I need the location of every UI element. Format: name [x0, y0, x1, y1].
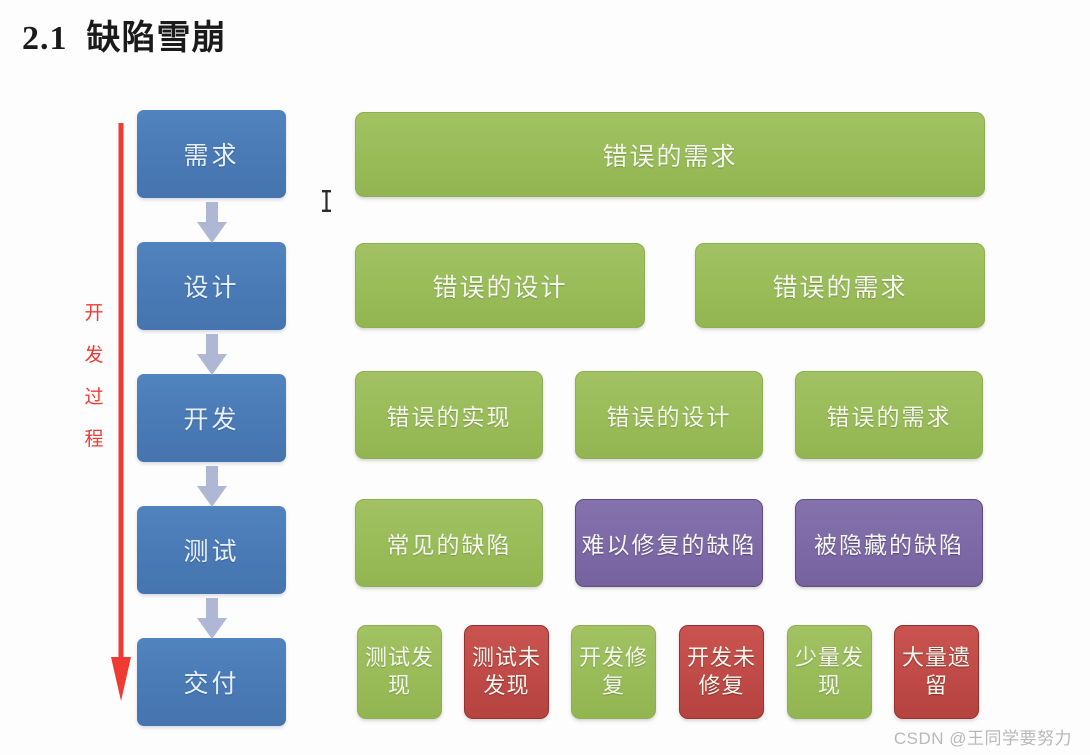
text-cursor-icon: [322, 190, 331, 212]
defect-box[interactable]: 测试未发现: [464, 625, 549, 719]
defect-box[interactable]: 开发未修复: [679, 625, 764, 719]
phase-box-testing[interactable]: 测试: [137, 506, 286, 594]
defect-box[interactable]: 少量发现: [787, 625, 872, 719]
process-label-char: 开: [84, 303, 104, 324]
development-process-label: 开 发 过 程: [79, 293, 109, 461]
flow-arrow-down-icon: [197, 202, 227, 243]
defect-box[interactable]: 常见的缺陷: [355, 499, 543, 587]
defect-box[interactable]: 开发修复: [571, 625, 656, 719]
defect-box[interactable]: 被隐藏的缺陷: [795, 499, 983, 587]
defect-box[interactable]: 错误的需求: [695, 243, 985, 328]
defect-box[interactable]: 错误的设计: [355, 243, 645, 328]
page-title: 2.1 缺陷雪崩: [22, 20, 227, 57]
defect-box[interactable]: 错误的需求: [795, 371, 983, 459]
process-label-char: 发: [84, 345, 104, 366]
phase-box-design[interactable]: 设计: [137, 242, 286, 330]
development-process-arrow: [111, 123, 131, 701]
phase-box-delivery[interactable]: 交付: [137, 638, 286, 726]
defect-box[interactable]: 大量遗留: [894, 625, 979, 719]
process-label-char: 过: [84, 387, 104, 408]
defect-box[interactable]: 错误的设计: [575, 371, 763, 459]
defect-box[interactable]: 错误的需求: [355, 112, 985, 197]
defect-box[interactable]: 难以修复的缺陷: [575, 499, 763, 587]
phase-box-requirement[interactable]: 需求: [137, 110, 286, 198]
flow-arrow-down-icon: [197, 334, 227, 375]
phase-box-development[interactable]: 开发: [137, 374, 286, 462]
defect-box[interactable]: 测试发现: [357, 625, 442, 719]
defect-box[interactable]: 错误的实现: [355, 371, 543, 459]
watermark: CSDN @王同学要努力: [893, 729, 1072, 748]
flow-arrow-down-icon: [197, 598, 227, 639]
process-label-char: 程: [84, 429, 104, 450]
flow-arrow-down-icon: [197, 466, 227, 507]
